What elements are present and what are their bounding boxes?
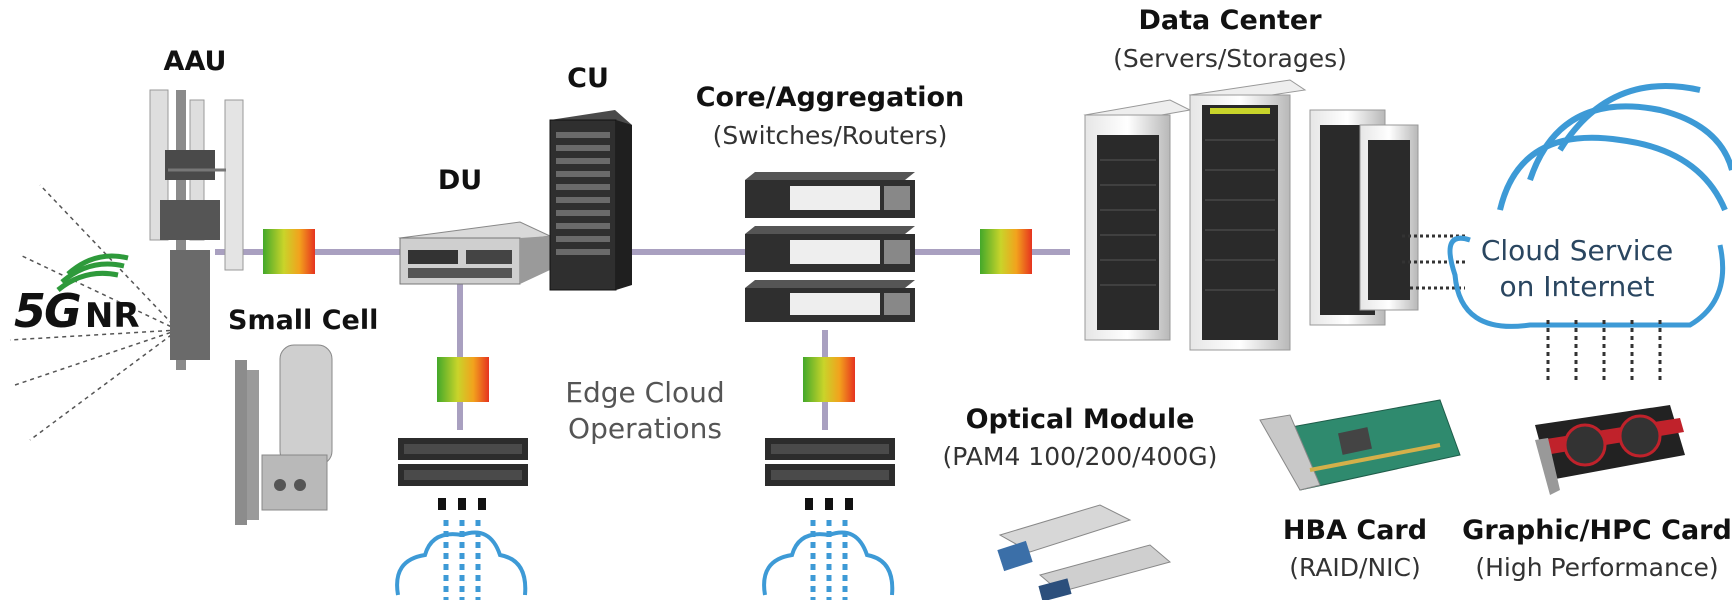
core-aggregation-subtitle: (Switches/Routers)	[712, 121, 948, 150]
gpu-card-image	[1535, 405, 1685, 495]
aau-tower-image	[149, 89, 244, 370]
du-label: DU	[437, 165, 483, 196]
data-center-subtitle: (Servers/Storages)	[1113, 44, 1347, 73]
hba-card-subtitle: (RAID/NIC)	[1289, 553, 1421, 582]
5g-nr-logo: 5G NR	[14, 284, 140, 338]
aau-label: AAU	[163, 46, 227, 77]
5g-logo-waves	[56, 253, 129, 292]
gpu-card-title: Graphic/HPC Card	[1462, 515, 1732, 546]
edge-cloud-left-icon	[395, 498, 528, 600]
edge-cloud-label: Edge Cloud Operations	[540, 375, 750, 447]
edge-cloud-line2: Operations	[568, 412, 722, 445]
cloud-service-line1: Cloud Service	[1480, 234, 1674, 267]
optical-module-du-edge	[437, 357, 489, 402]
cu-rack-image	[549, 110, 632, 291]
radio-waves	[9, 184, 179, 441]
optical-module-subtitle: (PAM4 100/200/400G)	[942, 442, 1218, 471]
internet-cloud-icon	[1447, 83, 1732, 329]
nr-logo-text: NR	[84, 296, 140, 336]
cloud-connectors	[1402, 234, 1465, 290]
cloud-service-line2: on Internet	[1499, 270, 1655, 303]
edge-cloud-line1: Edge Cloud	[565, 376, 725, 409]
5g-logo-text: 5G	[14, 284, 82, 338]
optical-transceiver-image	[997, 504, 1172, 600]
cu-label: CU	[567, 63, 609, 94]
cloud-data-lines	[1546, 320, 1662, 380]
small-cell-image	[235, 344, 333, 525]
small-cell-label: Small Cell	[228, 305, 379, 336]
data-center-servers-image	[1083, 79, 1419, 351]
edge-storage-left-image	[398, 438, 528, 486]
hba-card-image	[1259, 399, 1461, 491]
optical-module-core-edge	[803, 357, 855, 402]
data-center-title: Data Center	[1138, 5, 1322, 36]
optical-module-aau-du	[263, 229, 315, 274]
edge-cloud-right-icon	[762, 498, 895, 600]
gpu-card-subtitle: (High Performance)	[1475, 553, 1719, 582]
optical-module-title: Optical Module	[965, 404, 1195, 435]
du-server-image	[398, 221, 552, 285]
core-aggregation-title: Core/Aggregation	[695, 82, 965, 113]
edge-storage-right-image	[765, 438, 895, 486]
hba-card-title: HBA Card	[1282, 515, 1428, 546]
optical-module-core-dc	[980, 229, 1032, 274]
core-switch-stack-image	[745, 172, 915, 322]
cloud-service-label: Cloud Service on Internet	[1462, 233, 1692, 305]
